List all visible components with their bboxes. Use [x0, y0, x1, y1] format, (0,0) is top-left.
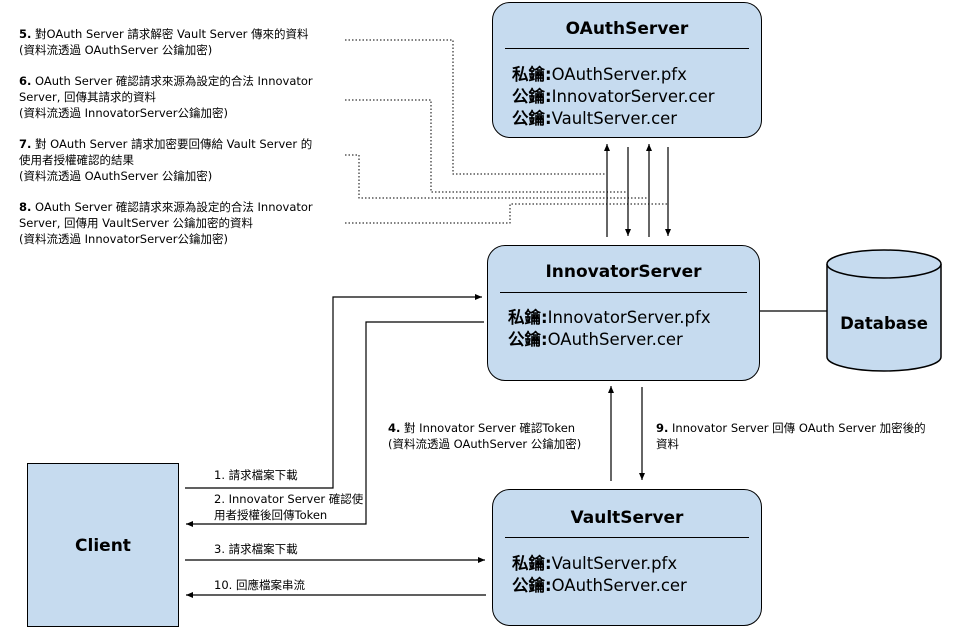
vault-server-box: VaultServer 私鑰:VaultServer.pfx 公鑰:OAuthS…: [492, 489, 762, 626]
oauth-server-box: OAuthServer 私鑰:OAuthServer.pfx 公鑰:Innova…: [492, 2, 762, 138]
note-7: 7. 對 OAuth Server 請求加密要回傳給 Vault Server …: [19, 137, 313, 183]
innovator-server-box: InnovatorServer 私鑰:InnovatorServer.pfx 公…: [487, 245, 760, 381]
vault-server-key-1: 私鑰:VaultServer.pfx: [512, 554, 678, 573]
flow-1-label: 1. 請求檔案下載: [214, 468, 298, 482]
client-box: Client: [27, 463, 179, 627]
database-label: Database: [840, 314, 928, 333]
oauth-server-key-1: 私鑰:OAuthServer.pfx: [512, 65, 687, 84]
note-5: 5. 對OAuth Server 請求解密 Vault Server 傳來的資料…: [19, 27, 309, 57]
database-cylinder: [826, 249, 942, 372]
oauth-server-divider: [505, 48, 749, 49]
innovator-server-title: InnovatorServer: [545, 262, 702, 282]
flow-2-label: 2. Innovator Server 確認使 用者授權後回傳Token: [214, 492, 364, 522]
note-9: 9. Innovator Server 回傳 OAuth Server 加密後的…: [656, 421, 926, 451]
leader-6: [345, 99, 628, 193]
flow-1-arrow: [185, 294, 482, 489]
client-label: Client: [75, 536, 131, 556]
flow-10-label: 10. 回應檔案串流: [214, 578, 305, 592]
vault-server-title: VaultServer: [570, 508, 684, 528]
note-8: 8. OAuth Server 確認請求來源為設定的合法 Innovator S…: [19, 200, 313, 246]
oauth-server-key-2: 公鑰:InnovatorServer.cer: [512, 87, 715, 106]
oauth-server-title: OAuthServer: [565, 19, 689, 39]
note-6: 6. OAuth Server 確認請求來源為設定的合法 Innovator S…: [19, 74, 313, 120]
note-4: 4. 對 Innovator Server 確認Token (資料流透過 OAu…: [388, 421, 582, 451]
flow-2-arrow: [186, 321, 484, 527]
leader-5: [345, 39, 607, 175]
vault-server-key-2: 公鑰:OAuthServer.cer: [512, 576, 687, 595]
innovator-server-divider: [500, 292, 747, 293]
innovator-server-key-2: 公鑰:OAuthServer.cer: [508, 330, 683, 349]
vault-server-divider: [505, 537, 749, 538]
leader-7: [345, 154, 649, 199]
innovator-server-key-1: 私鑰:InnovatorServer.pfx: [508, 308, 711, 327]
oauth-server-key-3: 公鑰:VaultServer.cer: [512, 109, 678, 128]
leader-8: [345, 203, 668, 224]
flow-3-label: 3. 請求檔案下載: [214, 542, 298, 556]
